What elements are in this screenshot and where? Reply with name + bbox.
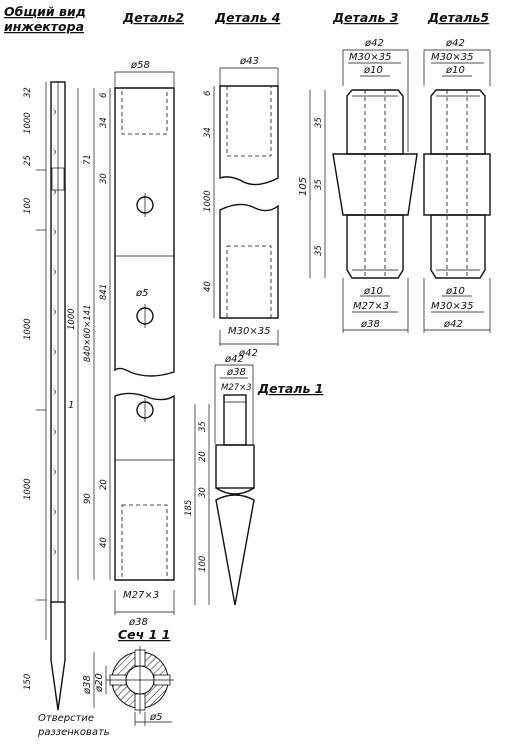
d2-bottom-dia: ø38: [128, 617, 148, 628]
d2-dim-chain: 840×60×141: [83, 304, 93, 362]
d1-dim-185: 185: [184, 500, 194, 516]
d1-thread: M27×3: [221, 383, 252, 393]
d5-bottom-dia: ø42: [443, 319, 463, 330]
detail-3-drawing: [309, 49, 418, 333]
d4-dim-34: 34: [203, 127, 213, 138]
note-line1: Отверстие: [38, 713, 94, 724]
gv-dim-6: 1000: [23, 478, 33, 500]
d2-dim-20: 20: [99, 479, 109, 490]
d3-bottom-dia: ø38: [360, 319, 380, 330]
d1-dim-30: 30: [198, 487, 208, 498]
sec-outer-dia: ø38: [82, 675, 93, 695]
d4-dim-6: 6: [203, 90, 213, 96]
d2-hole-dia: ø5: [135, 288, 148, 299]
d3-bottom-inner: ø10: [363, 286, 383, 297]
gv-dim-2: 1000: [23, 112, 33, 134]
d2-top-dia: ø58: [130, 60, 150, 71]
d5-top-inner: ø10: [445, 65, 465, 76]
general-view-assembly: [36, 81, 66, 711]
d3-top-thread: M30×35: [349, 52, 391, 63]
section-1-1-drawing: [93, 646, 174, 726]
d5-bottom-inner: ø10: [445, 286, 465, 297]
title-detail-4: Деталь 4: [214, 10, 280, 25]
d3-dim-35c: 35: [314, 245, 324, 256]
detail-1-drawing: [194, 364, 255, 606]
note-line2: раззенковать: [37, 727, 110, 738]
detail-4-drawing: [213, 67, 279, 346]
d2-dim-841: 841: [99, 284, 109, 300]
detail-5-drawing: [423, 49, 491, 333]
d2-dim-1000: 1000: [67, 308, 77, 330]
gv-dim-1: 32: [23, 87, 33, 98]
title-general-view-line1: Общий вид: [4, 4, 86, 19]
d4-bottom-dia: ø42: [238, 348, 258, 359]
detail-2-drawing: [77, 71, 175, 615]
d2-dim-90: 90: [83, 493, 93, 504]
d1-dim-35: 35: [198, 421, 208, 432]
d4-dim-1000: 1000: [203, 190, 213, 212]
title-detail-1: Деталь 1: [257, 381, 323, 396]
sec-inner-dia: ø20: [94, 673, 105, 693]
d2-thread: M27×3: [123, 590, 159, 601]
d2-dim-71: 71: [83, 154, 93, 165]
section-mark-label: 1: [68, 400, 74, 411]
d2-dim-30: 30: [99, 173, 109, 184]
sec-hole-dia: ø5: [149, 712, 162, 723]
d2-dim-34: 34: [99, 117, 109, 128]
d3-top-dia: ø42: [364, 38, 384, 49]
d1-dim-100: 100: [198, 556, 208, 572]
d3-dim-35a: 35: [314, 117, 324, 128]
d3-dim-105: 105: [298, 177, 309, 196]
d2-dim-40: 40: [99, 537, 109, 548]
title-detail-3: Деталь 3: [332, 10, 398, 25]
d5-top-thread: M30×35: [431, 52, 473, 63]
d1-dim-20: 20: [198, 451, 208, 462]
d1-mid-dia: ø38: [226, 367, 246, 378]
gv-dim-5: 1000: [23, 318, 33, 340]
d3-top-inner: ø10: [363, 65, 383, 76]
title-detail-2: Деталь2: [122, 10, 184, 25]
d3-bottom-thread: M27×3: [353, 301, 389, 312]
d1-top-dia: ø42: [224, 354, 244, 365]
d2-dim-6: 6: [99, 92, 109, 98]
title-general-view-line2: инжектора: [4, 19, 84, 34]
d4-thread: M30×35: [228, 326, 270, 337]
d4-dim-40: 40: [203, 281, 213, 292]
title-section: Сеч 1 1: [118, 627, 170, 642]
gv-dim-3: 25: [23, 155, 33, 166]
d5-bottom-thread: M30×35: [431, 301, 473, 312]
d4-top-dia: ø43: [239, 56, 259, 67]
d5-top-dia: ø42: [445, 38, 465, 49]
title-detail-5: Деталь5: [427, 10, 489, 25]
d3-dim-35b: 35: [314, 179, 324, 190]
gv-dim-4: 100: [23, 198, 33, 214]
gv-dim-7: 150: [23, 674, 33, 690]
